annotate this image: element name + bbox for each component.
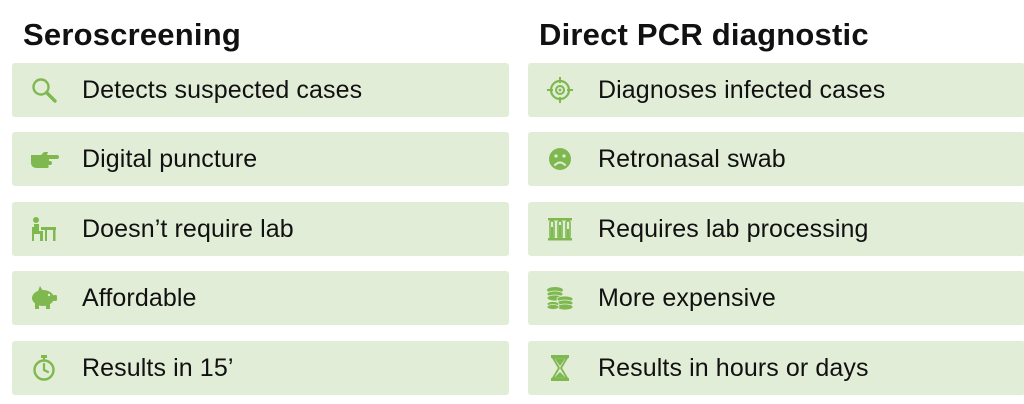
list-item-label: Doesn’t require lab [82,214,294,243]
magnifier-icon [29,75,59,105]
pcr-title: Direct PCR diagnostic [539,17,869,52]
pcr-column: Direct PCR diagnostic Diagnoses infected… [528,0,1024,395]
target-icon [545,75,575,105]
list-item-label: Detects suspected cases [82,75,363,104]
list-item-label: Affordable [82,283,197,312]
hourglass-icon [545,353,575,383]
list-item-label: Results in hours or days [598,353,869,382]
seroscreening-column: Seroscreening Detects suspected cases Di… [12,0,509,395]
list-item-requires-lab: Requires lab processing [528,202,1024,256]
list-item-label: Retronasal swab [598,144,786,173]
list-item-label: Diagnoses infected cases [598,75,886,104]
list-item-more-expensive: More expensive [528,271,1024,325]
list-item-results-hours: Results in hours or days [528,341,1024,395]
list-item-results-15: Results in 15’ [12,341,509,395]
piggy-bank-icon [29,283,59,313]
list-item-affordable: Affordable [12,271,509,325]
coins-icon [545,283,575,313]
list-item-label: Requires lab processing [598,214,869,243]
pointing-hand-icon [29,144,59,174]
list-item-no-lab: Doesn’t require lab [12,202,509,256]
list-item-label: Digital puncture [82,144,258,173]
person-at-desk-icon [29,214,59,244]
list-item-digital-puncture: Digital puncture [12,132,509,186]
list-item-diagnoses-infected: Diagnoses infected cases [528,63,1024,117]
list-item-detects-suspected: Detects suspected cases [12,63,509,117]
list-item-label: More expensive [598,283,776,312]
seroscreening-title: Seroscreening [23,17,241,52]
list-item-label: Results in 15’ [82,353,234,382]
list-item-retronasal-swab: Retronasal swab [528,132,1024,186]
stopwatch-icon [29,353,59,383]
test-tubes-icon [545,214,575,244]
sad-face-icon [545,144,575,174]
